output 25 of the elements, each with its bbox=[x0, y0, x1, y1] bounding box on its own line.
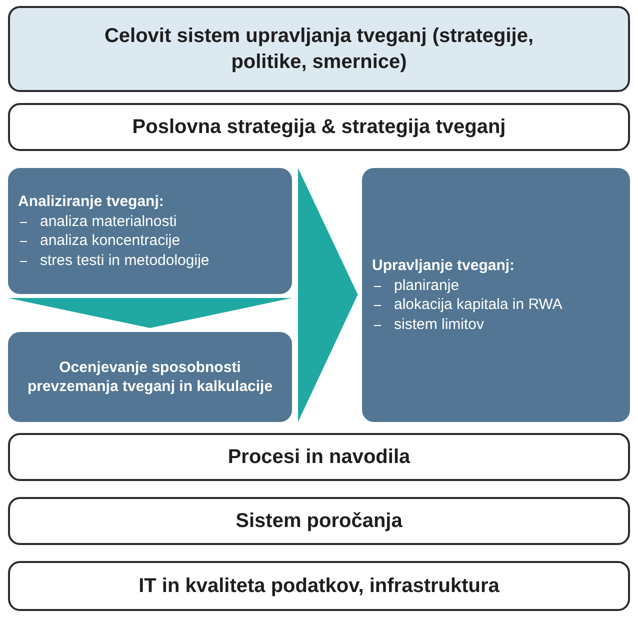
arrow bbox=[298, 168, 358, 295]
box-heading: Ocenjevanje sposobnosti prevzemanja tveganj in kalkulacije bbox=[26, 358, 274, 396]
layer-title: Sistem poročanja bbox=[234, 509, 404, 534]
list-item: analiza materialnosti bbox=[18, 212, 282, 231]
layer-title: IT in kvaliteta podatkov, infrastruktura bbox=[138, 574, 500, 599]
layer-box bbox=[8, 433, 630, 481]
process-box bbox=[8, 332, 292, 422]
layer-box bbox=[8, 6, 630, 92]
layer-title: Poslovna strategija & strategija tveganj bbox=[131, 115, 507, 140]
process-box bbox=[362, 168, 630, 422]
layer-box bbox=[8, 561, 630, 611]
layer-title: Procesi in navodila bbox=[226, 445, 412, 470]
box-heading: Analiziranje tveganj: bbox=[18, 192, 165, 212]
list-item: planiranje bbox=[372, 276, 620, 295]
layer-box bbox=[8, 497, 630, 545]
list-item: sistem limitov bbox=[372, 314, 620, 334]
arrow bbox=[298, 294, 358, 422]
box-heading: Upravljanje tveganj: bbox=[372, 256, 516, 276]
layer-title: Celovit sistem upravljanja tveganj (strategije, politike, smernice) bbox=[103, 24, 535, 75]
list-item: alokacija kapitala in RWA bbox=[372, 295, 620, 314]
layer-box bbox=[8, 103, 630, 151]
list-item: stres testi in metodologije bbox=[18, 250, 282, 270]
process-box bbox=[8, 168, 292, 294]
list-item: analiza koncentracije bbox=[18, 231, 282, 250]
arrow bbox=[8, 298, 292, 328]
